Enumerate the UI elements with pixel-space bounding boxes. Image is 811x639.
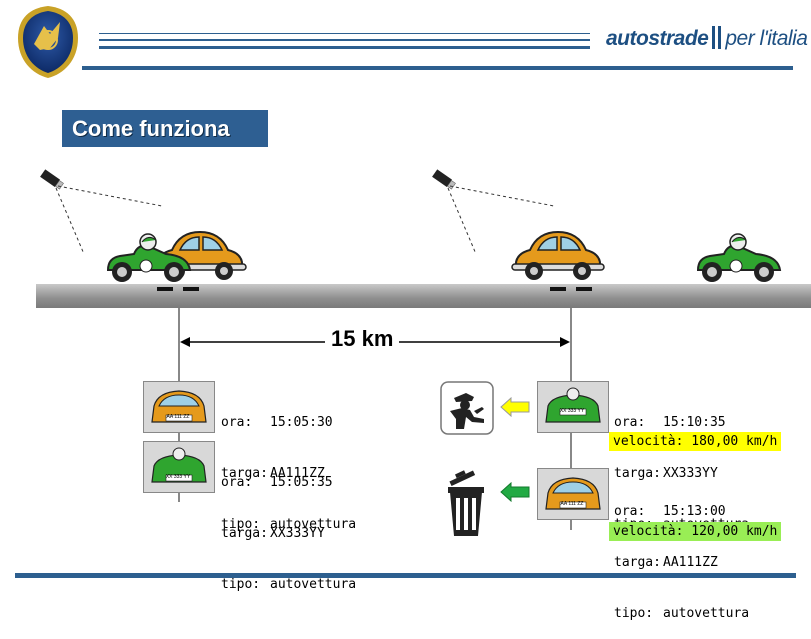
right-sensor-marker (550, 287, 592, 291)
left-record-1-photo (143, 381, 215, 433)
green-car-icon-left (106, 233, 192, 282)
brand-separator (712, 26, 722, 49)
left-sensor-marker (157, 287, 199, 291)
right-record-2-plate: AA 111 ZZ (560, 501, 584, 507)
brand-bold-text: autostrade (606, 27, 709, 50)
record-row-ora: ora:15:13:00 (614, 504, 726, 519)
right-record-2-photo (537, 468, 609, 520)
right-record-1-photo (537, 381, 609, 433)
left-record-2-photo (143, 441, 215, 493)
speed-badge-high: velocità: 180,00 km/h (609, 432, 782, 451)
road (36, 284, 811, 308)
left-record-1-text: ora:15:05:30 targa:AA111ZZ tipo:autovett… (221, 380, 356, 550)
record-row-targa: targa:XX333YY (614, 466, 718, 481)
trash-bin-icon (448, 470, 484, 536)
green-car-icon-right (696, 233, 782, 282)
right-record-2-text: ora:15:13:00 targa:AA111ZZ tipo:autovett… (614, 469, 749, 639)
orange-car-front-icon (538, 469, 608, 519)
record-row-tipo: tipo:autovettura (221, 577, 357, 592)
green-car-front-icon (538, 382, 608, 432)
autostrade-brand: autostrade per l'italia (606, 26, 808, 51)
police-officer-icon (440, 381, 494, 435)
green-car-front-icon (144, 442, 214, 492)
distance-label: 15 km (325, 326, 400, 352)
footer-line (15, 573, 796, 578)
record-row-tipo: tipo:autovettura (221, 517, 357, 532)
left-record-2-text: ora:15:05:35 targa:XX333YY tipo:autovett… (221, 440, 356, 610)
left-record-1-plate: AA 111 ZZ (166, 414, 190, 420)
record-row-ora: ora:15:10:35 (614, 415, 726, 430)
record-row-ora: ora:15:05:35 (221, 475, 333, 490)
polizia-stradale-logo (18, 6, 78, 78)
left-camera-icon (40, 169, 163, 255)
record-row-targa: targa:AA111ZZ (221, 466, 325, 481)
yellow-arrow-icon (500, 397, 530, 417)
right-record-1-plate: XX 333 YY (559, 408, 585, 414)
green-arrow-icon (500, 482, 530, 502)
right-camera-icon (432, 169, 555, 255)
record-row-targa: targa:AA111ZZ (614, 555, 718, 570)
left-record-2-plate: XX 333 YY (165, 474, 191, 480)
record-row-ora: ora:15:05:30 (221, 415, 333, 430)
speed-badge-normal: velocità: 120,00 km/h (609, 522, 782, 541)
brand-rest-text: per l'italia (725, 27, 808, 50)
slide-title: Come funziona (62, 110, 268, 147)
orange-car-front-icon (144, 382, 214, 432)
orange-car-icon-right (511, 230, 605, 280)
record-row-tipo: tipo:autovettura (614, 606, 750, 621)
record-row-targa: targa:XX333YY (221, 526, 325, 541)
